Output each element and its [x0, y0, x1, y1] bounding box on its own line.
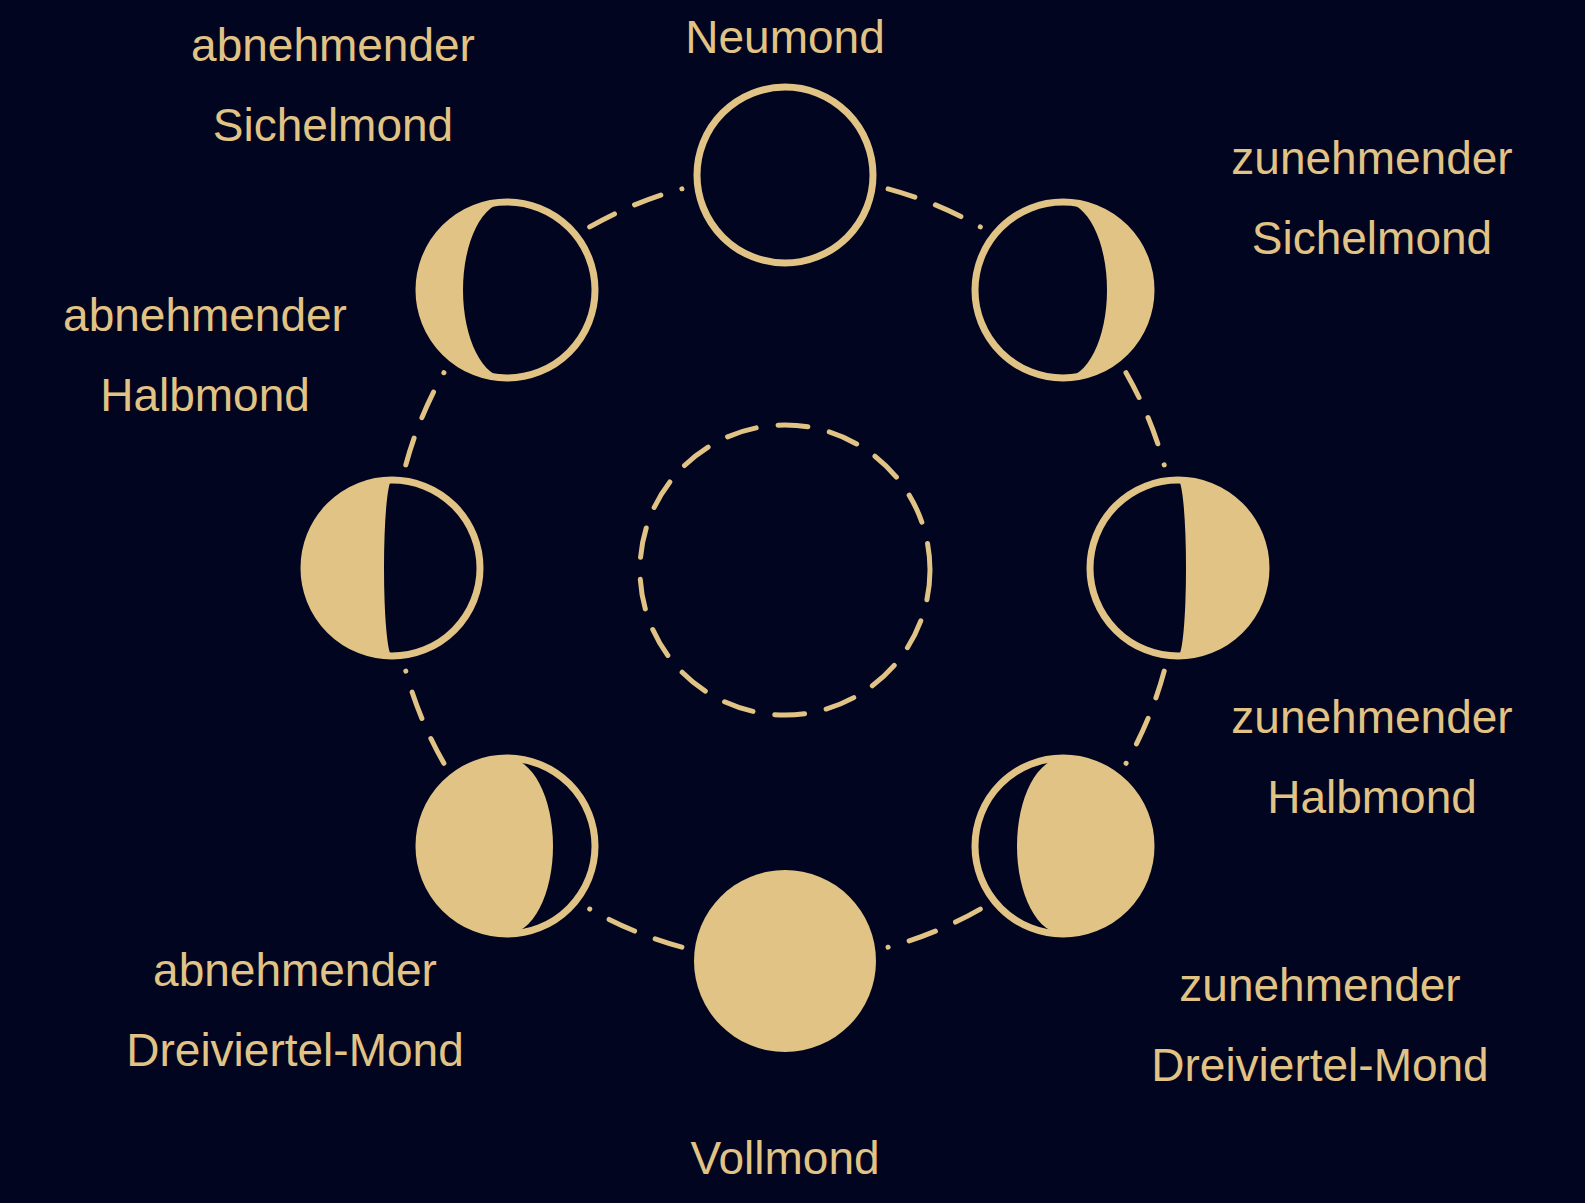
moon-icon — [292, 468, 492, 668]
moon-phase: Vollmond — [685, 861, 885, 1061]
orbit-dash — [1126, 373, 1164, 465]
orbit-dash — [590, 909, 682, 947]
phase-label: zunehmender Halbmond — [1152, 677, 1585, 837]
moon-icon — [963, 190, 1163, 390]
moon-icon — [963, 746, 1163, 946]
moon-icon — [407, 746, 607, 946]
phase-label: Vollmond — [565, 1118, 1005, 1198]
phase-label: Neumond — [565, 0, 1005, 77]
orbit-dash — [1126, 671, 1164, 763]
orbit-dash — [406, 671, 444, 763]
orbit-dash — [590, 189, 682, 227]
phase-label: zunehmender Sichelmond — [1152, 118, 1585, 278]
phase-label: abnehmender Sichelmond — [113, 5, 553, 165]
moon-phase: abnehmender Halbmond — [292, 468, 492, 668]
phase-label: zunehmender Dreiviertel-Mond — [1100, 945, 1540, 1105]
phase-label: abnehmender Dreiviertel-Mond — [75, 930, 515, 1090]
moon-phase: zunehmender Dreiviertel-Mond — [963, 746, 1163, 946]
moon-phase: zunehmender Sichelmond — [963, 190, 1163, 390]
moon-icon — [1078, 468, 1278, 668]
moon-phase: zunehmender Halbmond — [1078, 468, 1278, 668]
earth-dashed-circle — [640, 425, 930, 715]
moon-phase: Neumond — [685, 75, 885, 275]
orbit-dash — [888, 189, 980, 227]
orbit-dash — [888, 909, 980, 947]
phase-label: abnehmender Halbmond — [0, 275, 425, 435]
moon-icon — [685, 861, 885, 1061]
orbit-dash — [406, 373, 444, 465]
moon-icon — [685, 75, 885, 275]
moon-phase: abnehmender Sichelmond — [407, 190, 607, 390]
moon-phase: abnehmender Dreiviertel-Mond — [407, 746, 607, 946]
moon-icon — [407, 190, 607, 390]
